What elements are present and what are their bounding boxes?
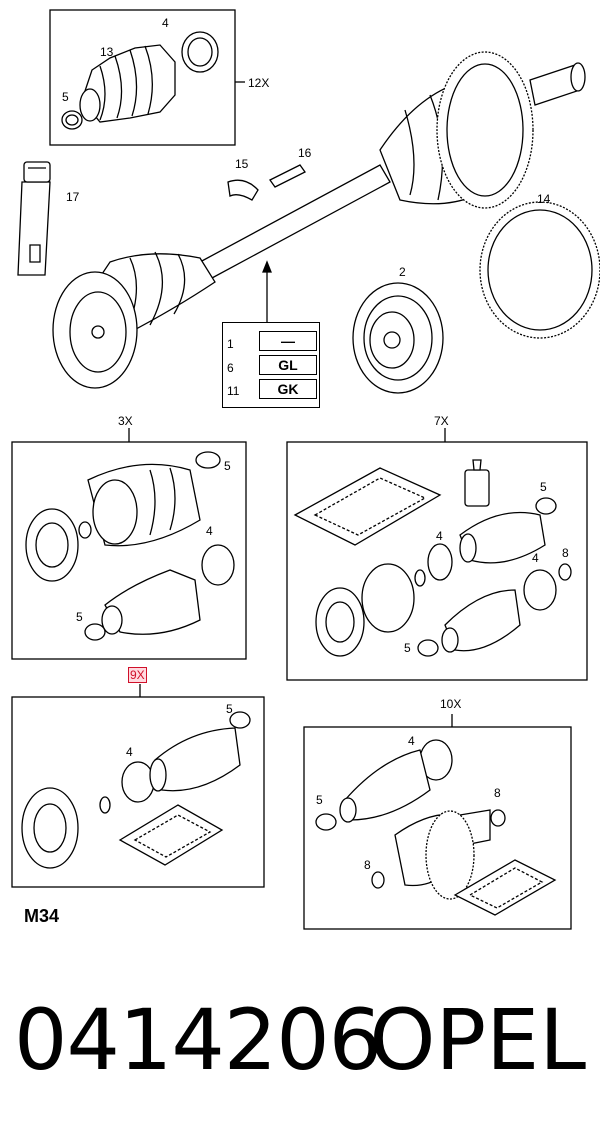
kit7-label-5a: 5	[540, 480, 547, 494]
inner-joint-2-drawing	[352, 282, 444, 394]
code-num-11: 11	[227, 384, 240, 398]
kit-10x-frame	[303, 726, 572, 930]
kit-3x-parts	[25, 451, 235, 641]
code-table: 1 6 11 — GL GK	[222, 322, 320, 408]
footer-brand: OPEL	[369, 991, 586, 1089]
kit-10x-parts	[315, 739, 557, 916]
abs-ring-14-drawing	[479, 201, 600, 339]
drive-shaft-drawing	[52, 51, 586, 389]
part-label-12x: 12X	[248, 76, 270, 90]
part-label-17: 17	[66, 190, 80, 204]
kit7-label-4a: 4	[436, 529, 443, 543]
kit-10x-label: 10X	[440, 697, 462, 711]
kit-9x-frame	[11, 696, 265, 888]
kit-3x-label: 3X	[118, 414, 133, 428]
code-num-1: 1	[227, 337, 234, 351]
kit-7x-parts	[293, 459, 572, 657]
code-num-6: 6	[227, 361, 234, 375]
kit10-label-5: 5	[316, 793, 323, 807]
code-cell-1: —	[259, 331, 317, 351]
part-label-16: 16	[298, 146, 312, 160]
kit9-label-5: 5	[226, 702, 233, 716]
code-cell-gl: GL	[259, 355, 317, 375]
boot-13-drawing	[79, 44, 176, 123]
grease-tube-17-drawing	[17, 161, 51, 276]
part-label-4: 4	[162, 16, 169, 30]
kit7-label-5b: 5	[404, 641, 411, 655]
kit-9x-label-highlighted[interactable]: 9X	[128, 667, 147, 683]
kit7-label-8: 8	[562, 546, 569, 560]
kit3-label-5b: 5	[76, 610, 83, 624]
part-label-5: 5	[62, 90, 69, 104]
bolt-16-drawing	[269, 164, 306, 188]
part-label-13: 13	[100, 45, 114, 59]
kit7-label-4b: 4	[532, 551, 539, 565]
plate-15-drawing	[227, 179, 259, 201]
footer-part-number: 0414206	[14, 991, 382, 1089]
kit3-label-4: 4	[206, 524, 213, 538]
kit10-label-8b: 8	[364, 858, 371, 872]
part-label-15: 15	[235, 157, 249, 171]
kit10-label-4: 4	[408, 734, 415, 748]
clamp-5-top	[61, 110, 83, 130]
kit-9x-parts	[21, 711, 251, 869]
part-label-2: 2	[399, 265, 406, 279]
kit10-label-8a: 8	[494, 786, 501, 800]
kit-7x-frame	[286, 441, 588, 681]
kit-7x-label: 7X	[434, 414, 449, 428]
part-label-14: 14	[537, 192, 551, 206]
code-cell-gk: GK	[259, 379, 317, 399]
kit3-label-5a: 5	[224, 459, 231, 473]
kit9-label-4: 4	[126, 745, 133, 759]
figure-code: M34	[24, 906, 60, 926]
boot-kit-12x-frame	[49, 9, 236, 146]
